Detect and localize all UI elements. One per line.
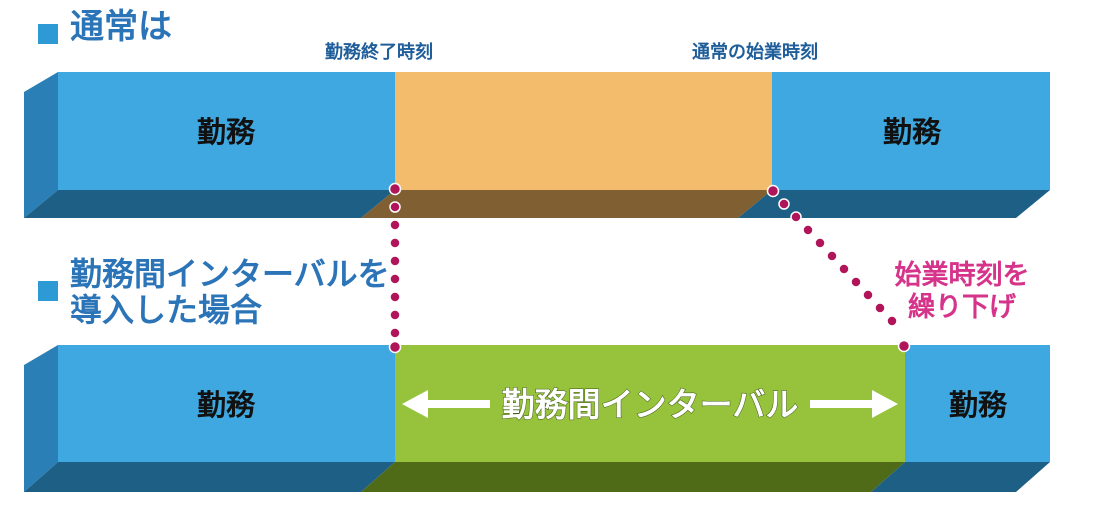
- interval-case-heading-text: 勤務間インターバルを 導入した場合: [70, 255, 390, 329]
- right-arrow: [810, 390, 898, 418]
- normal-timeline: [24, 72, 1050, 218]
- work-label-interval-right: 勤務: [949, 388, 1008, 422]
- work-block-left-normal: [24, 72, 395, 218]
- square-bullet-icon: [38, 24, 58, 44]
- left-arrow: [402, 390, 490, 418]
- work-end-time-label: 勤務終了時刻: [325, 42, 433, 63]
- work-end-dotted-line: [388, 182, 402, 354]
- work-label-normal-left: 勤務: [197, 115, 256, 149]
- interval-timeline: [24, 345, 1050, 492]
- interval-label: 勤務間インターバル: [502, 385, 799, 424]
- rest-period-block: [361, 72, 772, 218]
- shifted-start-note-line-2: 繰り下げ: [908, 292, 1016, 324]
- interval-heading-line-1: 勤務間インターバルを: [70, 255, 390, 293]
- square-bullet-icon: [38, 281, 58, 301]
- work-block-right-interval: [871, 345, 1050, 492]
- interval-heading-line-2: 導入した場合: [70, 290, 263, 329]
- work-block-left-interval: [24, 345, 395, 492]
- normal-case-heading-text: 通常は: [70, 7, 172, 47]
- interval-block: [361, 345, 905, 492]
- shifted-start-note: 始業時刻を 繰り下げ: [877, 260, 1047, 325]
- shifted-start-note-line-1: 始業時刻を: [894, 260, 1030, 291]
- normal-start-time-label: 通常の始業時刻: [692, 42, 818, 63]
- start-shift-dotted-line: [766, 184, 911, 353]
- work-label-interval-left: 勤務: [197, 388, 256, 422]
- work-label-normal-right: 勤務: [883, 115, 942, 149]
- work-block-right-normal: [738, 72, 1050, 218]
